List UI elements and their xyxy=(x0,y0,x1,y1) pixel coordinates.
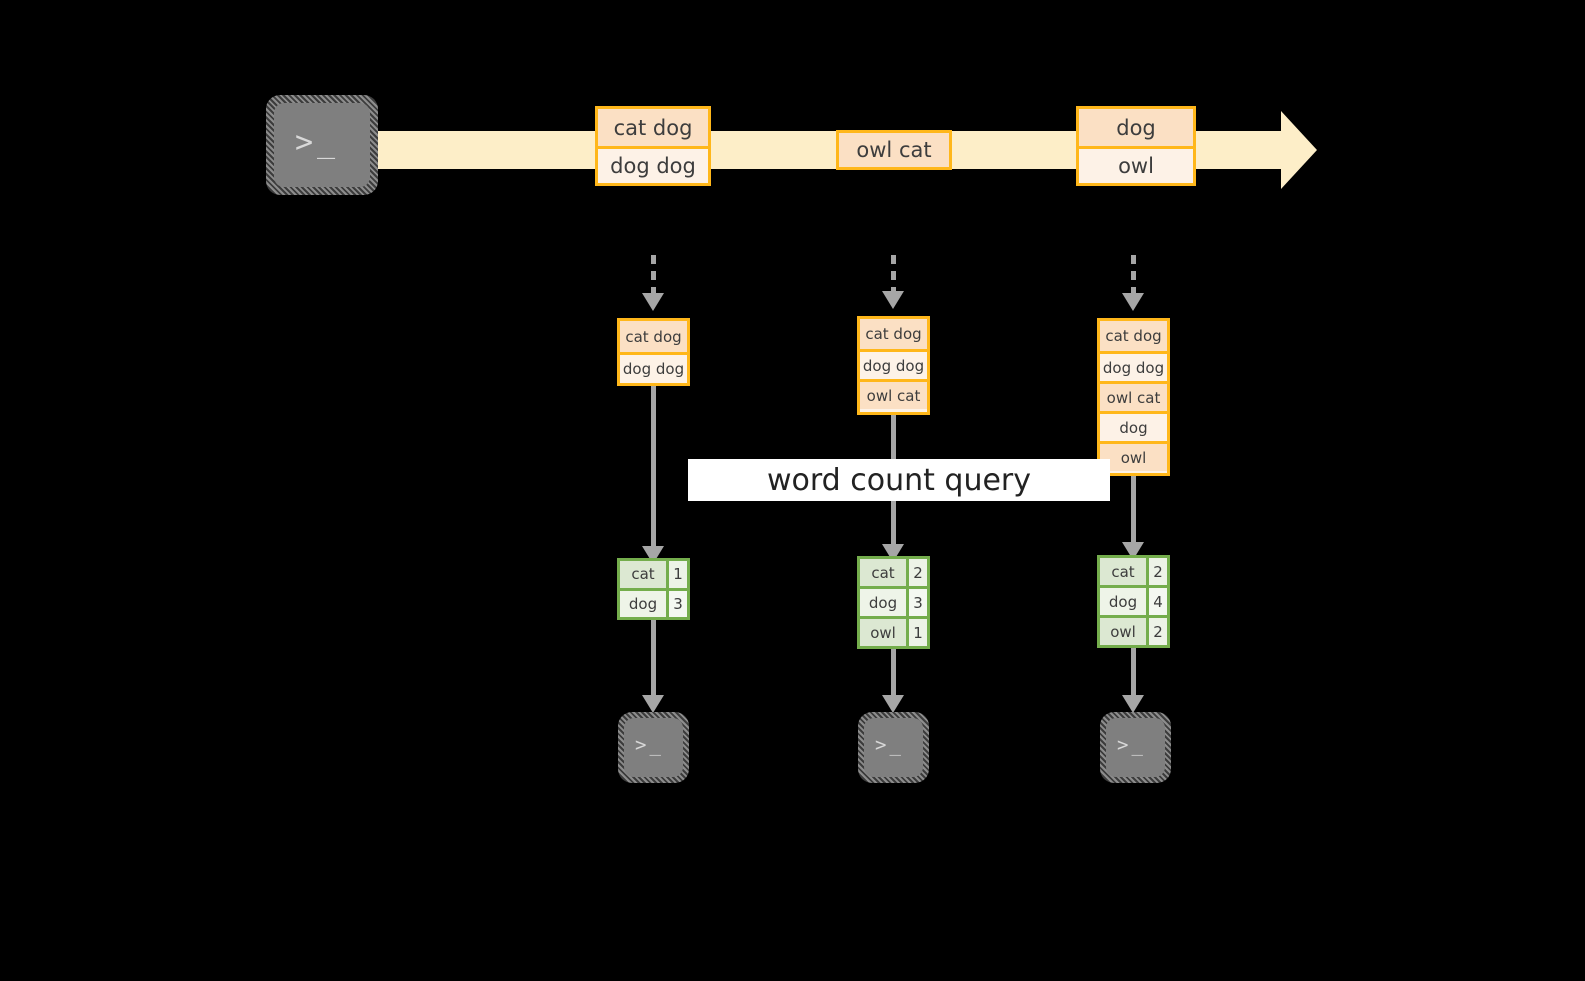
accumulated-line: dog dog xyxy=(620,352,687,383)
snapshot-tap-arrowhead-1 xyxy=(642,293,664,311)
snapshot-tap-arrowhead-3 xyxy=(1122,293,1144,311)
stream-event-2[interactable]: owl cat xyxy=(836,130,952,170)
accumulated-line: cat dog xyxy=(620,321,687,352)
table-row: cat 2 xyxy=(860,559,927,586)
stream-event-line: owl cat xyxy=(839,133,949,167)
query-arrow-1 xyxy=(651,386,656,554)
result-word: cat xyxy=(860,559,906,586)
sink-arrow-3 xyxy=(1131,648,1136,702)
terminal-body xyxy=(274,103,370,187)
result-count: 2 xyxy=(906,559,927,586)
table-row: dog 3 xyxy=(860,586,927,616)
query-label: word count query xyxy=(766,462,1032,498)
accumulated-line: dog dog xyxy=(1100,351,1167,381)
accumulated-line: dog dog xyxy=(860,349,927,379)
result-count: 1 xyxy=(906,619,927,646)
snapshot-3-result-table[interactable]: cat 2 dog 4 owl 2 xyxy=(1097,555,1170,648)
sink-arrowhead-3 xyxy=(1122,695,1144,713)
snapshot-1-result-table[interactable]: cat 1 dog 3 xyxy=(617,558,690,620)
accumulated-line: dog xyxy=(1100,411,1167,441)
query-arrow-3 xyxy=(1131,476,1136,552)
terminal-prompt-glyph: >_ xyxy=(295,125,340,160)
result-word: owl xyxy=(1100,618,1146,645)
result-word: dog xyxy=(1100,588,1146,615)
result-word: dog xyxy=(620,590,666,617)
snapshot-2-result-table[interactable]: cat 2 dog 3 owl 1 xyxy=(857,556,930,649)
accumulated-line: cat dog xyxy=(1100,321,1167,351)
sink-arrow-2 xyxy=(891,649,896,702)
stream-event-line: dog xyxy=(1079,109,1193,146)
sink-arrowhead-2 xyxy=(882,695,904,713)
query-label-band: word count query xyxy=(688,459,1110,501)
snapshot-1-accumulated-box[interactable]: cat dog dog dog xyxy=(617,318,690,386)
table-row: cat 2 xyxy=(1100,558,1167,585)
terminal-body xyxy=(1106,718,1165,777)
terminal-prompt-glyph: >_ xyxy=(635,734,664,756)
snapshot-tap-arrow-3 xyxy=(1131,255,1136,295)
snapshot-3-accumulated-box[interactable]: cat dog dog dog owl cat dog owl xyxy=(1097,318,1170,476)
snapshot-2-sink-terminal[interactable]: >_ xyxy=(858,712,929,783)
result-count: 2 xyxy=(1146,618,1167,645)
stream-event-1[interactable]: cat dog dog dog xyxy=(595,106,711,186)
terminal-body xyxy=(624,718,683,777)
stream-event-3[interactable]: dog owl xyxy=(1076,106,1196,186)
sink-arrowhead-1 xyxy=(642,695,664,713)
result-count: 4 xyxy=(1146,588,1167,615)
result-count: 3 xyxy=(906,589,927,616)
accumulated-line: cat dog xyxy=(860,319,927,349)
snapshot-tap-arrow-1 xyxy=(651,255,656,295)
stream-event-line: dog dog xyxy=(598,146,708,183)
snapshot-tap-arrowhead-2 xyxy=(882,291,904,309)
result-word: dog xyxy=(860,589,906,616)
sink-arrow-1 xyxy=(651,620,656,702)
result-count: 3 xyxy=(666,590,687,617)
snapshot-2-accumulated-box[interactable]: cat dog dog dog owl cat xyxy=(857,316,930,415)
accumulated-line: owl xyxy=(1100,441,1167,471)
stream-arrowhead xyxy=(1281,111,1317,189)
stream-event-line: owl xyxy=(1079,146,1193,183)
result-count: 1 xyxy=(666,561,687,588)
table-row: owl 1 xyxy=(860,616,927,646)
terminal-prompt-glyph: >_ xyxy=(875,734,904,756)
terminal-prompt-glyph: >_ xyxy=(1117,734,1146,756)
accumulated-line: owl cat xyxy=(860,379,927,409)
snapshot-3-sink-terminal[interactable]: >_ xyxy=(1100,712,1171,783)
result-count: 2 xyxy=(1146,558,1167,585)
result-word: owl xyxy=(860,619,906,646)
snapshot-1-sink-terminal[interactable]: >_ xyxy=(618,712,689,783)
table-row: dog 3 xyxy=(620,587,687,617)
table-row: cat 1 xyxy=(620,561,687,588)
accumulated-line: owl cat xyxy=(1100,381,1167,411)
table-row: dog 4 xyxy=(1100,585,1167,615)
snapshot-tap-arrow-2 xyxy=(891,255,896,293)
result-word: cat xyxy=(620,561,666,588)
result-word: cat xyxy=(1100,558,1146,585)
terminal-body xyxy=(864,718,923,777)
stream-source-terminal[interactable]: >_ xyxy=(266,95,378,195)
table-row: owl 2 xyxy=(1100,615,1167,645)
stream-event-line: cat dog xyxy=(598,109,708,146)
